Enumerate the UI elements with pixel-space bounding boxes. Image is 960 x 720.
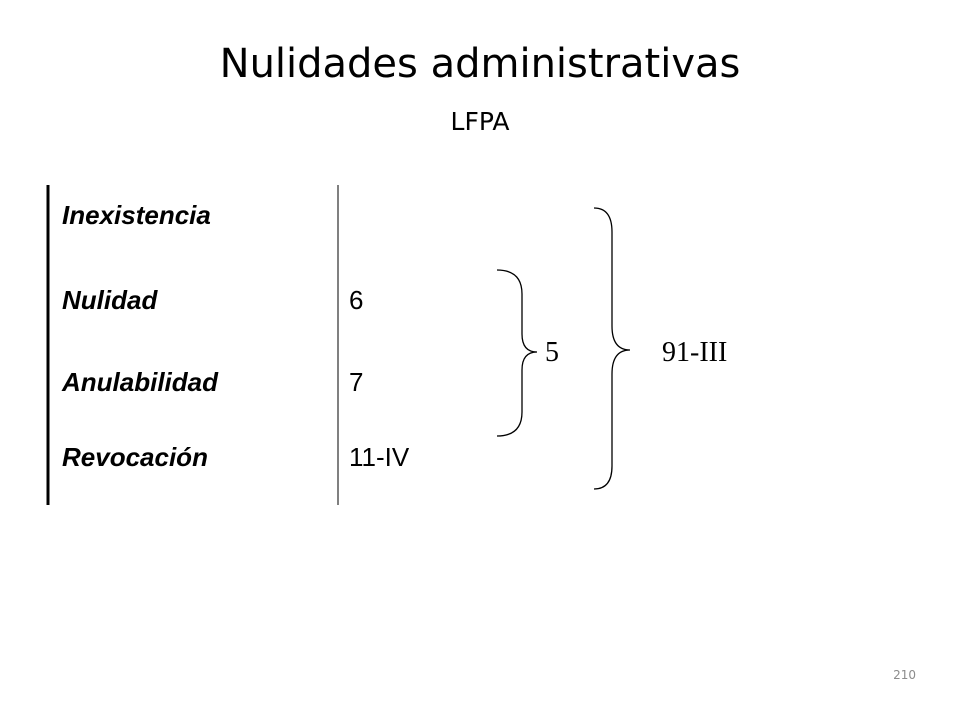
row-term-inexistencia: Inexistencia bbox=[62, 200, 211, 230]
page-number: 210 bbox=[893, 668, 916, 682]
row-term-nulidad: Nulidad bbox=[62, 285, 158, 315]
inner-brace-label: 5 bbox=[545, 337, 559, 368]
row-term-anulabilidad: Anulabilidad bbox=[62, 367, 218, 397]
row-article-nulidad: 6 bbox=[349, 285, 364, 315]
row-article-revocacion: 11-IV bbox=[349, 442, 410, 472]
slide-subtitle: LFPA bbox=[450, 107, 510, 136]
outer-brace bbox=[593, 207, 631, 490]
slide-title: Nulidades administrativas bbox=[219, 41, 741, 87]
inner-brace bbox=[496, 269, 538, 437]
row-article-anulabilidad: 7 bbox=[349, 367, 364, 397]
outer-brace-label: 91-III bbox=[662, 337, 728, 368]
row-term-revocacion: Revocación bbox=[62, 442, 208, 472]
